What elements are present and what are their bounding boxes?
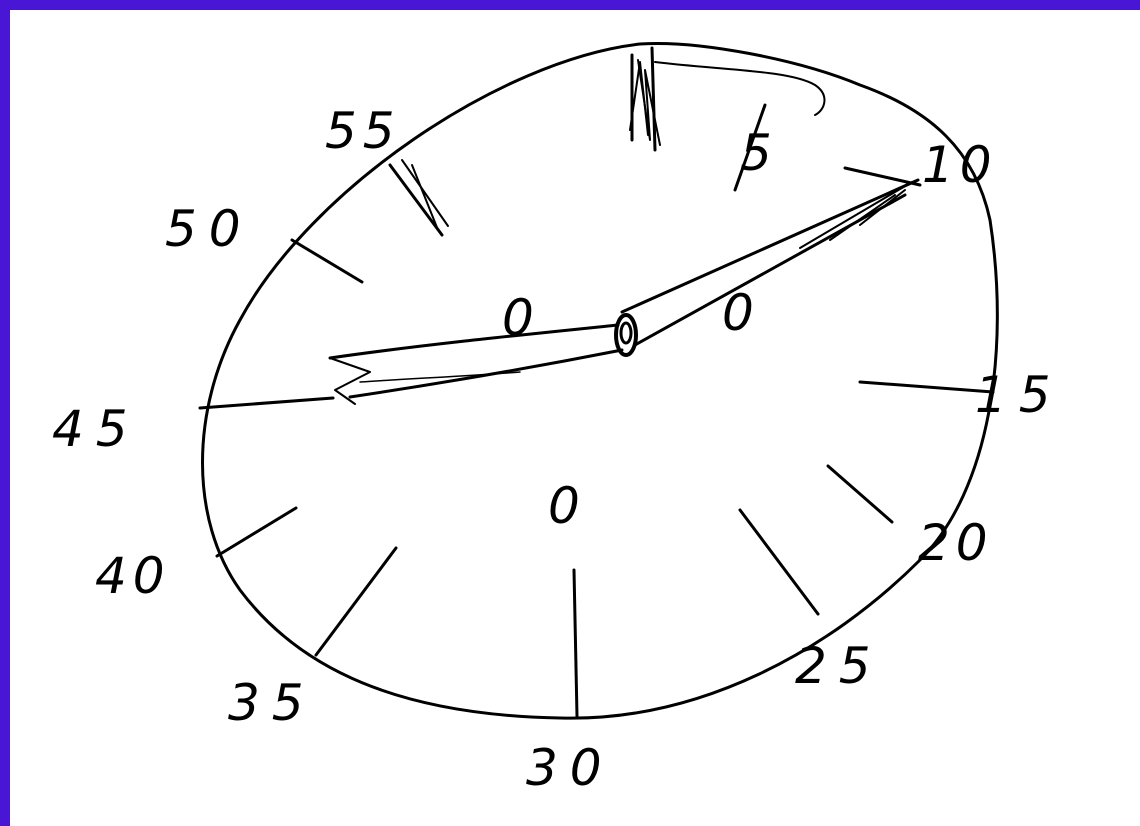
label-40: 40: [95, 547, 171, 605]
label-5: 5: [740, 124, 778, 182]
frame-border-left: [0, 0, 10, 826]
label-55: 55: [325, 102, 401, 160]
inner-mark-bottom: 0: [548, 477, 586, 535]
label-50: 50: [165, 200, 253, 258]
label-20: 20: [918, 514, 994, 572]
label-30: 30: [526, 739, 614, 797]
label-45: 45: [52, 400, 140, 458]
label-10: 10: [922, 136, 998, 194]
inner-mark-right: 0: [722, 284, 760, 342]
frame-border-top: [0, 0, 1140, 10]
label-15: 15: [975, 366, 1063, 424]
paper: [10, 10, 1140, 826]
label-25: 25: [795, 637, 883, 695]
label-35: 35: [228, 674, 316, 732]
inner-mark-left: 0: [502, 289, 540, 347]
